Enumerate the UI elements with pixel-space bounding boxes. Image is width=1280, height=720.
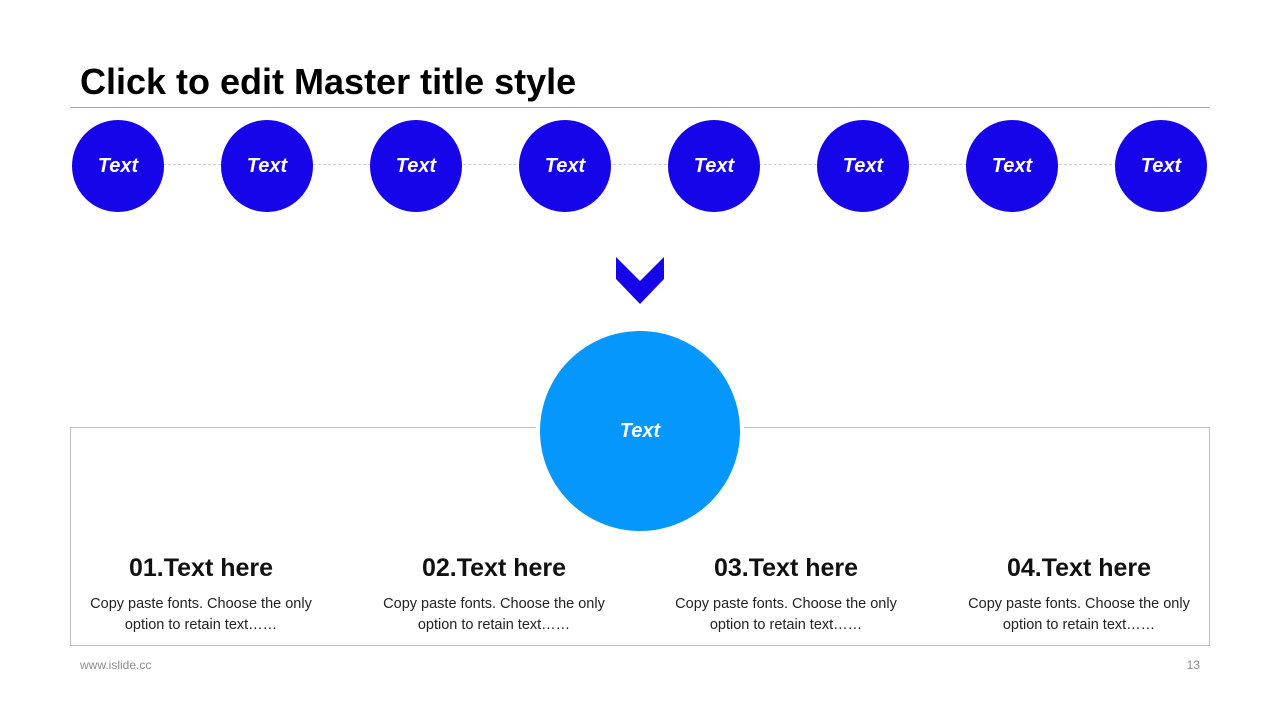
feature-item-2: 02.Text here Copy paste fonts. Choose th… xyxy=(364,552,624,636)
chevron-down-icon xyxy=(616,257,664,304)
timeline-node-label: Text xyxy=(842,154,884,177)
feature-description-line: option to retain text…… xyxy=(417,617,571,633)
feature-item-1: 01.Text here Copy paste fonts. Choose th… xyxy=(71,552,331,636)
timeline-node-7[interactable]: Text xyxy=(966,120,1058,212)
timeline-connector xyxy=(118,164,1162,165)
feature-description[interactable]: Copy paste fonts. Choose the only option… xyxy=(949,594,1209,636)
timeline-node-5[interactable]: Text xyxy=(668,120,760,212)
feature-heading[interactable]: 01.Text here xyxy=(128,554,274,582)
timeline-node-label: Text xyxy=(1140,154,1182,177)
timeline-node-2[interactable]: Text xyxy=(221,120,313,212)
feature-description-line: option to retain text…… xyxy=(709,617,863,633)
timeline-node-label: Text xyxy=(97,154,139,177)
feature-heading[interactable]: 02.Text here xyxy=(421,554,567,582)
timeline-node-label: Text xyxy=(395,154,437,177)
slide-title[interactable]: Click to edit Master title style xyxy=(80,61,577,102)
feature-description[interactable]: Copy paste fonts. Choose the only option… xyxy=(364,594,624,636)
timeline-node-label: Text xyxy=(246,154,288,177)
timeline-node-1[interactable]: Text xyxy=(72,120,164,212)
feature-description-line: Copy paste fonts. Choose the only xyxy=(675,596,897,612)
timeline-node-label: Text xyxy=(693,154,735,177)
feature-description-line: option to retain text…… xyxy=(124,617,278,633)
feature-item-4: 04.Text here Copy paste fonts. Choose th… xyxy=(949,552,1209,636)
center-circle-label: Text xyxy=(619,419,661,442)
timeline-node-4[interactable]: Text xyxy=(519,120,611,212)
feature-description[interactable]: Copy paste fonts. Choose the only option… xyxy=(71,594,331,636)
center-circle[interactable]: Text xyxy=(536,327,744,535)
timeline-node-label: Text xyxy=(544,154,586,177)
feature-description-line: option to retain text…… xyxy=(1002,617,1156,633)
feature-item-3: 03.Text here Copy paste fonts. Choose th… xyxy=(656,552,916,636)
title-divider xyxy=(70,107,1210,108)
feature-heading[interactable]: 03.Text here xyxy=(713,554,859,582)
timeline-node-6[interactable]: Text xyxy=(817,120,909,212)
center-circle-fill: Text xyxy=(540,331,740,531)
timeline-node-3[interactable]: Text xyxy=(370,120,462,212)
footer-url: www.islide.cc xyxy=(80,658,152,672)
feature-description-line: Copy paste fonts. Choose the only xyxy=(383,596,605,612)
feature-description[interactable]: Copy paste fonts. Choose the only option… xyxy=(656,594,916,636)
feature-description-line: Copy paste fonts. Choose the only xyxy=(968,596,1190,612)
feature-heading[interactable]: 04.Text here xyxy=(1006,554,1152,582)
feature-description-line: Copy paste fonts. Choose the only xyxy=(90,596,312,612)
timeline-node-label: Text xyxy=(991,154,1033,177)
timeline-node-8[interactable]: Text xyxy=(1115,120,1207,212)
page-number: 13 xyxy=(1186,658,1200,672)
